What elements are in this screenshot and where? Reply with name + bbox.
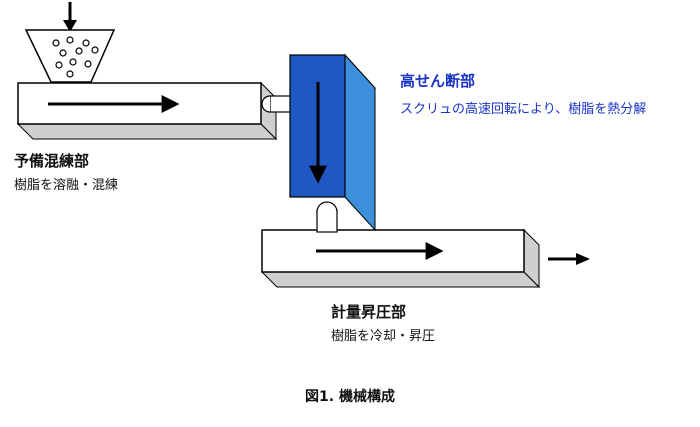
shear-title: 高せん断部 (400, 72, 476, 90)
figure-caption: 図1. 機械構成 (305, 389, 395, 405)
metering-title: 計量昇圧部 (331, 303, 407, 321)
premix-barrel (16, 81, 278, 141)
shear-nozzle (316, 201, 338, 233)
metering-barrel (260, 228, 541, 289)
feed-arrow (63, 2, 77, 32)
hopper (24, 29, 116, 83)
resin-pellets (52, 36, 99, 78)
premix-nozzle (261, 95, 295, 113)
output-arrow (548, 253, 590, 265)
premix-desc: 樹脂を溶融・混練 (14, 178, 119, 193)
metering-desc: 樹脂を冷却・昇圧 (331, 329, 436, 344)
shear-desc: スクリュの高速回転により、樹脂を熱分解 (400, 102, 647, 117)
premix-title: 予備混練部 (14, 152, 90, 170)
shear-block (288, 53, 377, 232)
